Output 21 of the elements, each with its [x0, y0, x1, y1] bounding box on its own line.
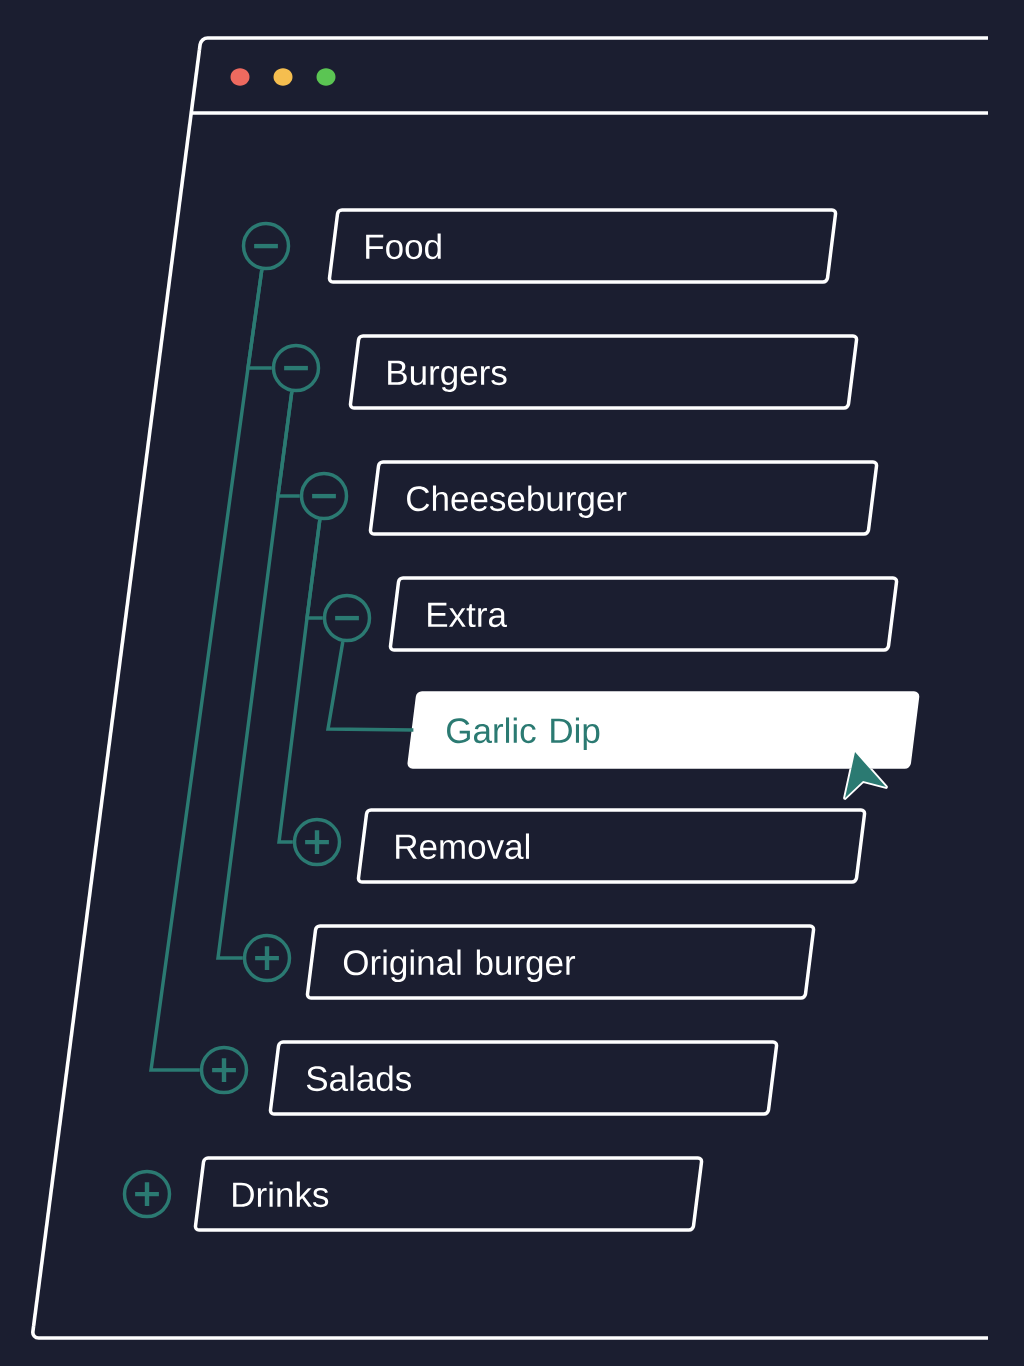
- tree-connector: [325, 641, 414, 732]
- tree-item-box: Salads: [268, 1040, 779, 1116]
- collapse-toggle: −: [322, 593, 372, 643]
- tree-item-box: Cheeseburger: [368, 460, 879, 536]
- tree-connector: [277, 519, 322, 844]
- collapse-toggle: −: [271, 343, 321, 393]
- tree-item-box: Original burger: [305, 924, 816, 1000]
- tree-item-box: Extra: [388, 576, 899, 652]
- collapse-toggle: −: [299, 471, 349, 521]
- highlighted-tree-item: Garlic Dip: [407, 691, 920, 769]
- expand-toggle: +: [199, 1045, 249, 1095]
- tree-connector: [216, 391, 294, 960]
- tree-item-box: Burgers: [348, 334, 859, 410]
- collapse-toggle: −: [241, 221, 291, 271]
- expand-toggle: +: [292, 817, 342, 867]
- tree-item-box: Removal: [356, 808, 867, 884]
- tree-item-box: Food: [327, 208, 838, 284]
- tree-connector: [149, 269, 264, 1072]
- expand-toggle: +: [122, 1169, 172, 1219]
- tree-item-box: Drinks: [193, 1156, 704, 1232]
- expand-toggle: +: [242, 933, 292, 983]
